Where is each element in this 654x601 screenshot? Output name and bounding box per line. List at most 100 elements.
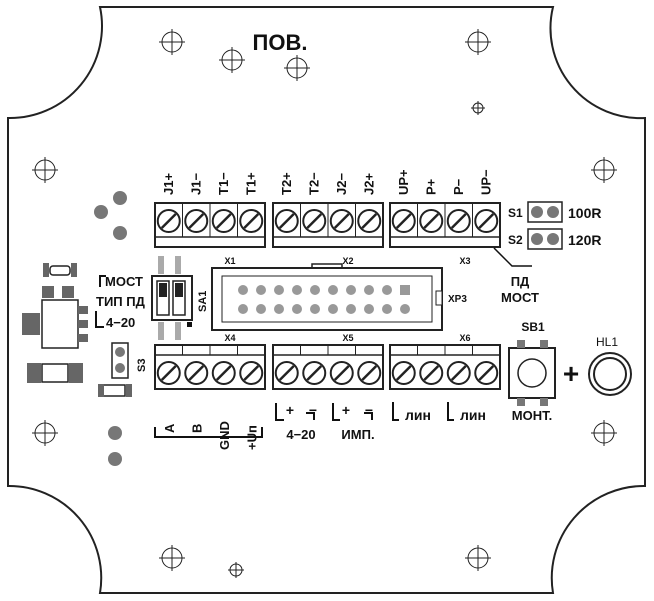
xp3-pin	[400, 304, 410, 314]
terminal-id: X4	[224, 333, 235, 343]
x5-bracket-right-a	[332, 403, 340, 421]
x5-bracket-left	[275, 403, 284, 421]
jumper-s2[interactable]	[527, 228, 563, 250]
screw-icon[interactable]	[391, 209, 416, 233]
screw-icon[interactable]	[419, 361, 444, 385]
hole-icon	[471, 101, 485, 115]
screw-icon[interactable]	[274, 361, 299, 385]
pin-label: −	[309, 402, 317, 418]
hole-icon	[159, 29, 185, 55]
screw-icon[interactable]	[474, 361, 499, 385]
screw-icon[interactable]	[446, 361, 471, 385]
pin-label: +	[286, 402, 294, 418]
pin-label: J2−	[334, 173, 349, 195]
sa1-label: SA1	[197, 291, 209, 312]
pd-label: ПД	[511, 274, 530, 289]
sb1-mount-label: МОНТ.	[512, 408, 552, 423]
pin-label: A	[162, 423, 177, 433]
mounting-holes	[32, 29, 617, 578]
pin-label: UP−	[478, 169, 493, 195]
screw-icon[interactable]	[156, 361, 181, 385]
hole-icon	[465, 29, 491, 55]
sb1-button[interactable]	[508, 340, 556, 406]
hl1-label: HL1	[596, 335, 618, 349]
terminal-x2: X2	[272, 202, 384, 266]
xp3-pin	[274, 304, 284, 314]
hole-icon	[32, 420, 58, 446]
xp3-pin	[382, 304, 392, 314]
xp3-pin	[382, 285, 392, 295]
pd-leader	[493, 247, 532, 267]
screw-icon[interactable]	[391, 361, 416, 385]
screw-icon[interactable]	[274, 209, 299, 233]
hl1-led	[588, 352, 632, 396]
terminal-x6: X6	[389, 333, 501, 390]
terminal-id: X5	[342, 333, 353, 343]
terminal-id: X3	[459, 256, 470, 266]
screw-icon[interactable]	[184, 209, 209, 233]
pin-label: T1−	[216, 172, 231, 195]
screw-icon[interactable]	[357, 361, 382, 385]
x5-group-420: 4−20	[286, 427, 315, 442]
pin-label: J1+	[161, 173, 176, 195]
pin-label: J2+	[361, 173, 376, 195]
mode-type-label: ТИП ПД	[96, 294, 146, 309]
screw-icon[interactable]	[357, 209, 382, 233]
screw-icon[interactable]	[239, 209, 264, 233]
xp3-pin	[274, 285, 284, 295]
pin-label: P+	[423, 178, 438, 195]
xp3-pin	[346, 304, 356, 314]
x4-bracket	[154, 427, 263, 438]
terminal-x1: X1	[154, 202, 266, 266]
hole-icon	[228, 562, 244, 578]
x5-bracket-right-b	[364, 412, 373, 420]
screw-icon[interactable]	[329, 209, 354, 233]
xp3-pin	[328, 285, 338, 295]
screw-icon[interactable]	[156, 209, 181, 233]
screw-icon[interactable]	[211, 209, 236, 233]
pin-label: T1+	[243, 172, 258, 195]
sa1-switch[interactable]	[151, 256, 193, 340]
hole-icon	[284, 55, 310, 81]
terminal-id: X2	[342, 256, 353, 266]
x5-group-imp: ИМП.	[341, 427, 374, 442]
xp3-pin	[310, 285, 320, 295]
terminal-id: X6	[459, 333, 470, 343]
xp3-pin	[346, 285, 356, 295]
terminal-x5: X5	[272, 333, 384, 390]
screw-icon[interactable]	[302, 209, 327, 233]
mode-bridge-label: МОСТ	[105, 274, 143, 289]
hole-icon	[32, 157, 58, 183]
hole-icon	[591, 157, 617, 183]
hole-icon	[465, 545, 491, 571]
pin-label: B	[189, 424, 204, 433]
screw-icon[interactable]	[302, 361, 327, 385]
screw-icon[interactable]	[239, 361, 264, 385]
xp3-pin	[256, 285, 266, 295]
screw-icon[interactable]	[474, 209, 499, 233]
pin-label: P−	[451, 178, 466, 195]
xp3-pin	[310, 304, 320, 314]
jumper-s1[interactable]	[527, 201, 563, 223]
terminal-x4: X4	[154, 333, 266, 390]
pin-label: +	[342, 402, 350, 418]
sb1-label: SB1	[521, 320, 545, 334]
s3-label: S3	[136, 359, 148, 372]
xp3-label: XP3	[448, 294, 467, 305]
most-label: МОСТ	[501, 290, 539, 305]
jumper-id: S1	[508, 206, 523, 220]
screw-icon[interactable]	[211, 361, 236, 385]
hole-icon	[591, 420, 617, 446]
pin-label: лин	[405, 407, 431, 423]
x5-bracket-mid	[306, 412, 315, 420]
screw-icon[interactable]	[446, 209, 471, 233]
xp3-pin	[238, 285, 248, 295]
xp3-pin	[364, 304, 374, 314]
s3-jumper[interactable]	[111, 342, 129, 379]
screw-icon[interactable]	[329, 361, 354, 385]
screw-icon[interactable]	[184, 361, 209, 385]
pin-label: UP+	[396, 169, 411, 195]
screw-icon[interactable]	[419, 209, 444, 233]
